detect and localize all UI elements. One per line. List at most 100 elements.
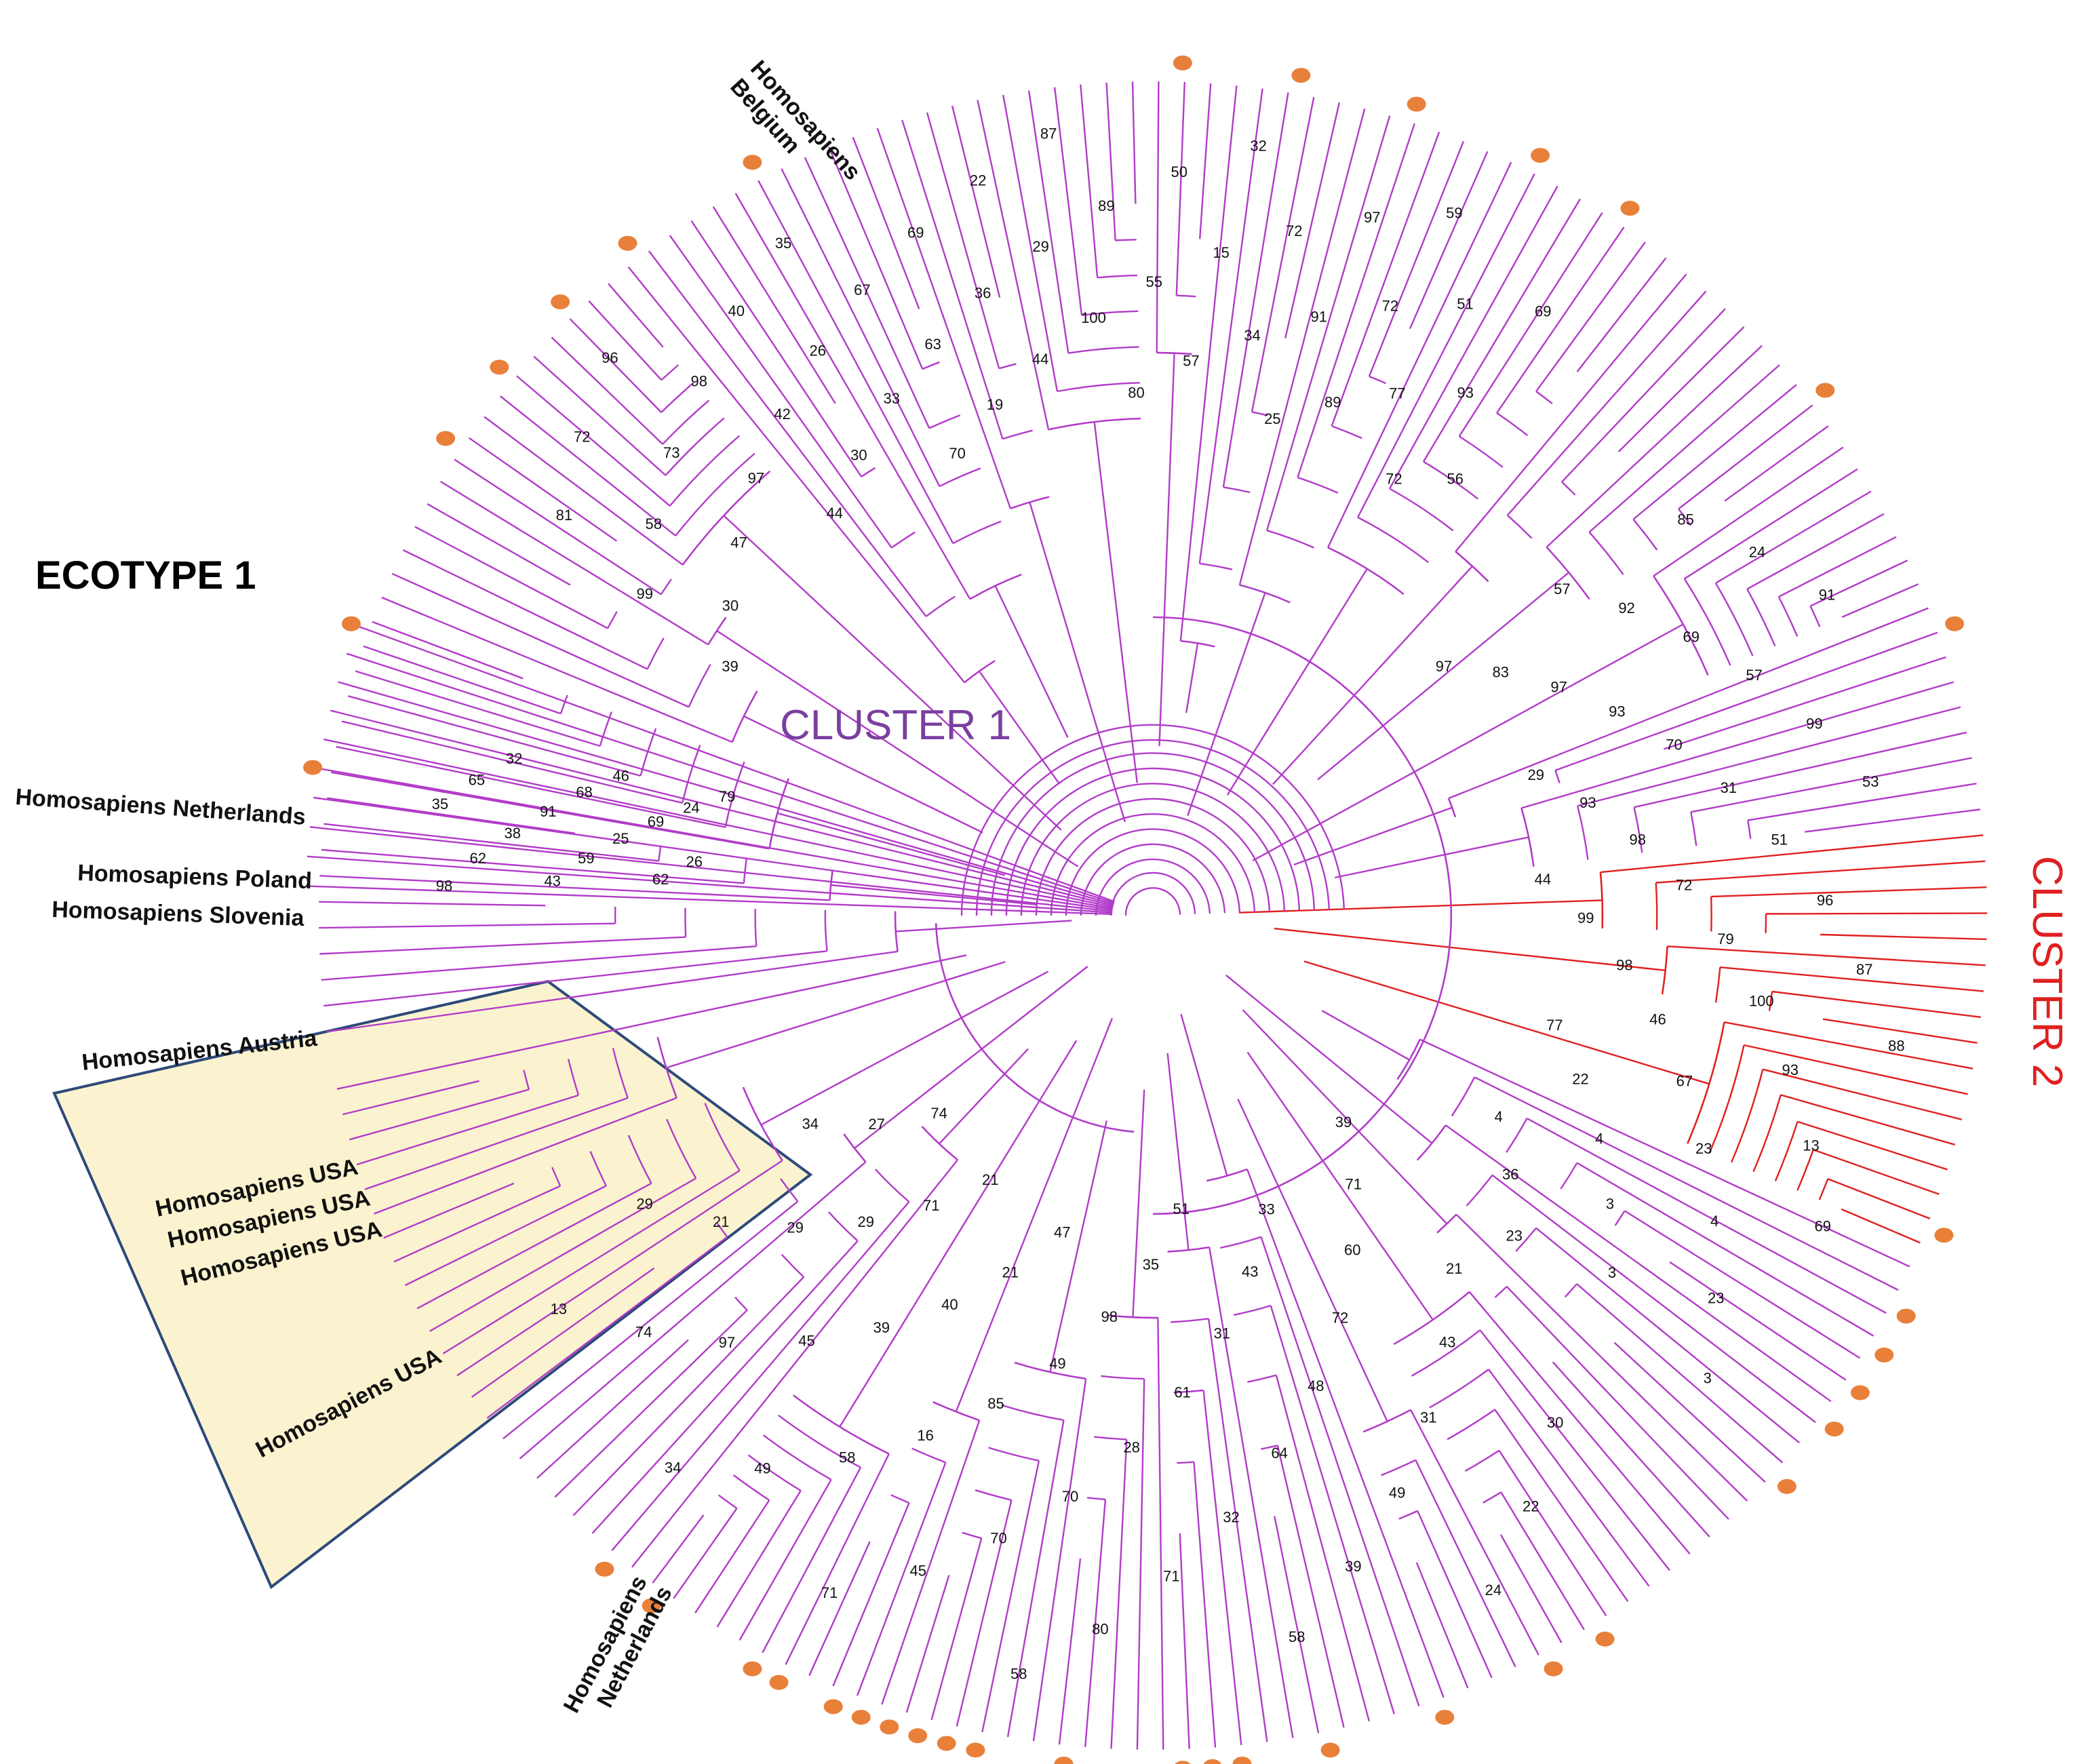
branch-arc <box>1614 1210 1626 1226</box>
clade-arc <box>1520 808 1535 867</box>
fan-branch <box>330 709 1114 907</box>
bootstrap-value: 69 <box>648 813 664 830</box>
bootstrap-value: 73 <box>663 444 680 461</box>
branch <box>503 1200 799 1440</box>
branch <box>355 670 601 747</box>
isolate-marker <box>1815 383 1835 398</box>
clade-stem <box>1093 421 1138 783</box>
bootstrap-value: 31 <box>1721 779 1737 796</box>
bootstrap-value: 50 <box>1171 163 1187 180</box>
branch <box>758 180 954 544</box>
clade-stem <box>1158 353 1175 747</box>
branch-arc <box>1507 514 1533 539</box>
isolate-marker <box>490 359 509 375</box>
root-arc <box>975 739 1330 916</box>
branch <box>1841 583 1919 619</box>
branch-arc <box>1086 1497 1105 1501</box>
isolate-marker <box>1173 55 1192 71</box>
branch <box>1080 84 1099 278</box>
isolate-marker <box>1945 616 1965 631</box>
clade-arc <box>964 660 996 684</box>
clade-stem <box>1274 927 1666 971</box>
branch <box>1506 1286 1729 1520</box>
branch-arc <box>1423 460 1479 500</box>
branch <box>1265 115 1391 531</box>
clade-stem <box>955 1018 1114 1412</box>
root-arc <box>1080 843 1226 916</box>
branch <box>712 206 836 404</box>
branch <box>1458 212 1603 437</box>
clade-arc <box>1014 1362 1086 1380</box>
branch <box>1327 161 1512 548</box>
clade-stem <box>1317 572 1570 781</box>
isolate-marker <box>1291 68 1311 83</box>
bootstrap-value: 36 <box>1502 1166 1518 1183</box>
branch-arc <box>1398 1510 1418 1520</box>
branch <box>1820 933 1987 941</box>
branch <box>1222 92 1289 488</box>
branch <box>1105 82 1116 241</box>
clade-arc <box>1393 1291 1470 1346</box>
clade-stem <box>743 715 983 834</box>
bootstrap-value: 28 <box>1123 1439 1139 1456</box>
bootstrap-value: 57 <box>1183 353 1199 370</box>
clade-stem <box>1225 974 1433 1144</box>
clade-arc <box>1653 575 1709 675</box>
branch-arc <box>922 361 940 370</box>
bootstrap-value: 30 <box>850 447 867 464</box>
branch-arc <box>1464 1449 1500 1472</box>
bootstrap-value: 13 <box>1803 1137 1819 1154</box>
branch <box>1276 1445 1345 1728</box>
branch-arc <box>1690 812 1697 846</box>
branch <box>905 1575 950 1713</box>
root-arc <box>960 724 1345 916</box>
isolate-marker <box>303 760 323 775</box>
clade-stem <box>839 1040 1078 1428</box>
branch <box>1058 1558 1082 1745</box>
branch-arc <box>1357 516 1429 564</box>
bootstrap-value: 96 <box>1817 892 1833 909</box>
clade-arc <box>1362 1409 1411 1433</box>
branch-arc <box>1097 274 1138 279</box>
bootstrap-value: 58 <box>1289 1628 1305 1645</box>
bootstrap-value: 24 <box>1749 543 1765 560</box>
branch <box>1813 1149 1940 1196</box>
branch <box>856 1462 947 1696</box>
bootstrap-value: 21 <box>1002 1263 1019 1280</box>
bootstrap-value: 62 <box>652 871 669 888</box>
branch <box>1600 834 1984 874</box>
branch-arc <box>1261 1445 1278 1450</box>
branch <box>1494 1409 1629 1602</box>
branch <box>1711 886 1987 898</box>
branch <box>363 645 562 715</box>
branch <box>381 596 733 743</box>
branch <box>716 1490 802 1628</box>
bootstrap-value: 16 <box>917 1427 933 1444</box>
clade-stem <box>1185 643 1199 713</box>
branch-arc <box>1177 1461 1194 1464</box>
isolate-marker <box>1896 1308 1916 1324</box>
bootstrap-value: 72 <box>1286 222 1302 239</box>
isolate-markers <box>303 55 1965 1764</box>
bootstrap-value: 81 <box>556 507 572 524</box>
bootstrap-value: 71 <box>1345 1176 1361 1193</box>
branch <box>356 1094 579 1166</box>
backbone-arc-bottom <box>935 923 1135 1133</box>
isolate-marker <box>851 1710 871 1725</box>
root-arc <box>1124 887 1181 916</box>
branch-arc <box>1266 530 1314 549</box>
branch <box>321 945 757 981</box>
bootstrap-value: 4 <box>1495 1108 1503 1125</box>
clade-arc <box>731 690 758 743</box>
bootstrap-value: 93 <box>1579 794 1596 811</box>
clade-stem <box>1166 1053 1190 1251</box>
bootstrap-value: 3 <box>1606 1195 1614 1212</box>
branch-arc <box>762 1434 832 1481</box>
branch <box>1576 257 1667 373</box>
branch-arc <box>1730 1069 1764 1163</box>
branch <box>1297 123 1415 478</box>
branch <box>1027 90 1069 353</box>
branch-arc <box>1494 1286 1508 1298</box>
branch <box>319 922 616 929</box>
clade-arc <box>1327 547 1405 595</box>
